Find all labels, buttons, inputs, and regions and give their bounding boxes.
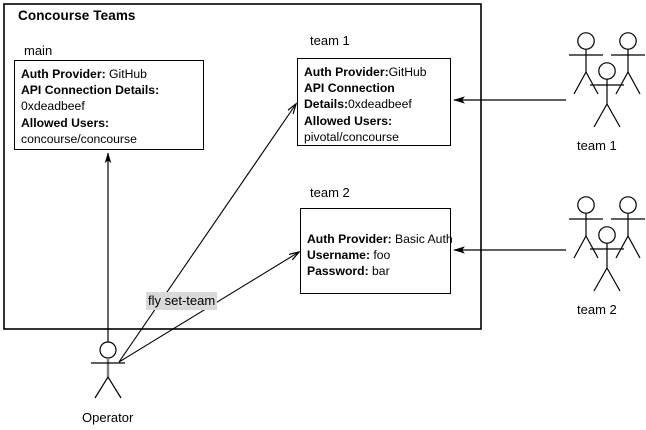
detail-value: concourse/concourse <box>21 131 137 146</box>
stick-figure <box>611 32 645 95</box>
stick-figure <box>611 196 645 259</box>
detail-key: Allowed Users: <box>21 115 110 130</box>
detail-row: Allowed Users: <box>21 115 159 131</box>
detail-row: Auth Provider: GitHub <box>21 66 159 82</box>
detail-key: Auth Provider: <box>304 65 389 79</box>
detail-row: Details:0xdeadbeef <box>304 96 427 112</box>
team-box-team-1[interactable]: Auth Provider:GitHub API Connection Deta… <box>297 58 451 146</box>
box-caption-main: main <box>24 43 53 58</box>
detail-key: Details: <box>304 97 349 112</box>
detail-value: 0xdeadbeef <box>348 97 412 112</box>
detail-key: Allowed Users: <box>304 113 393 128</box>
detail-value: 0xdeadbeef <box>21 99 85 114</box>
detail-row: 0xdeadbeef <box>21 98 159 114</box>
detail-key: Username: <box>307 248 370 263</box>
team-box-team-2[interactable]: Auth Provider: Basic Auth Username: foo … <box>300 208 453 294</box>
detail-row: Password: bar <box>307 263 453 279</box>
detail-key: API Connection <box>304 81 395 96</box>
box-caption-team-1: team 1 <box>310 33 350 48</box>
team-box-team-2-body: Auth Provider: Basic Auth Username: foo … <box>307 231 453 280</box>
team-box-main[interactable]: Auth Provider: GitHub API Connection Det… <box>14 60 204 150</box>
detail-row: concourse/concourse <box>21 131 159 147</box>
detail-row: API Connection Details: <box>21 82 159 98</box>
stick-figure <box>590 226 624 292</box>
edge-label-fly-set-team: fly set-team <box>146 292 218 311</box>
team-box-main-body: Auth Provider: GitHub API Connection Det… <box>21 66 159 147</box>
detail-key: API Connection Details: <box>21 83 160 98</box>
detail-key: Password: <box>307 264 369 279</box>
detail-row: API Connection <box>304 80 427 96</box>
actor-operator <box>91 341 125 399</box>
actor-caption-team-1: team 1 <box>577 138 617 153</box>
team-box-team-1-body: Auth Provider:GitHub API Connection Deta… <box>304 64 427 145</box>
actor-caption-team-2: team 2 <box>577 302 617 317</box>
detail-row: Allowed Users: <box>304 113 427 129</box>
detail-row: Auth Provider: Basic Auth <box>307 231 453 247</box>
box-caption-team-2: team 2 <box>310 185 350 200</box>
actor-group-team-2 <box>569 196 645 292</box>
page-title: Concourse Teams <box>18 8 136 23</box>
detail-row: pivotal/concourse <box>304 129 427 145</box>
stick-figure <box>590 62 624 128</box>
detail-value: bar <box>368 264 390 279</box>
detail-row: Auth Provider:GitHub <box>304 64 427 80</box>
detail-value: Basic Auth <box>391 232 453 246</box>
stick-figure <box>569 32 603 95</box>
detail-value: GitHub <box>105 67 147 81</box>
detail-value: pivotal/concourse <box>304 129 399 144</box>
detail-row: Username: foo <box>307 247 453 263</box>
actor-group-team-1 <box>569 32 645 128</box>
detail-value: foo <box>370 248 391 263</box>
detail-key: Auth Provider: <box>21 67 106 81</box>
actor-caption-operator: Operator <box>82 410 134 425</box>
detail-value: GitHub <box>388 65 427 79</box>
stick-figure <box>569 196 603 259</box>
detail-key: Auth Provider: <box>307 232 392 246</box>
